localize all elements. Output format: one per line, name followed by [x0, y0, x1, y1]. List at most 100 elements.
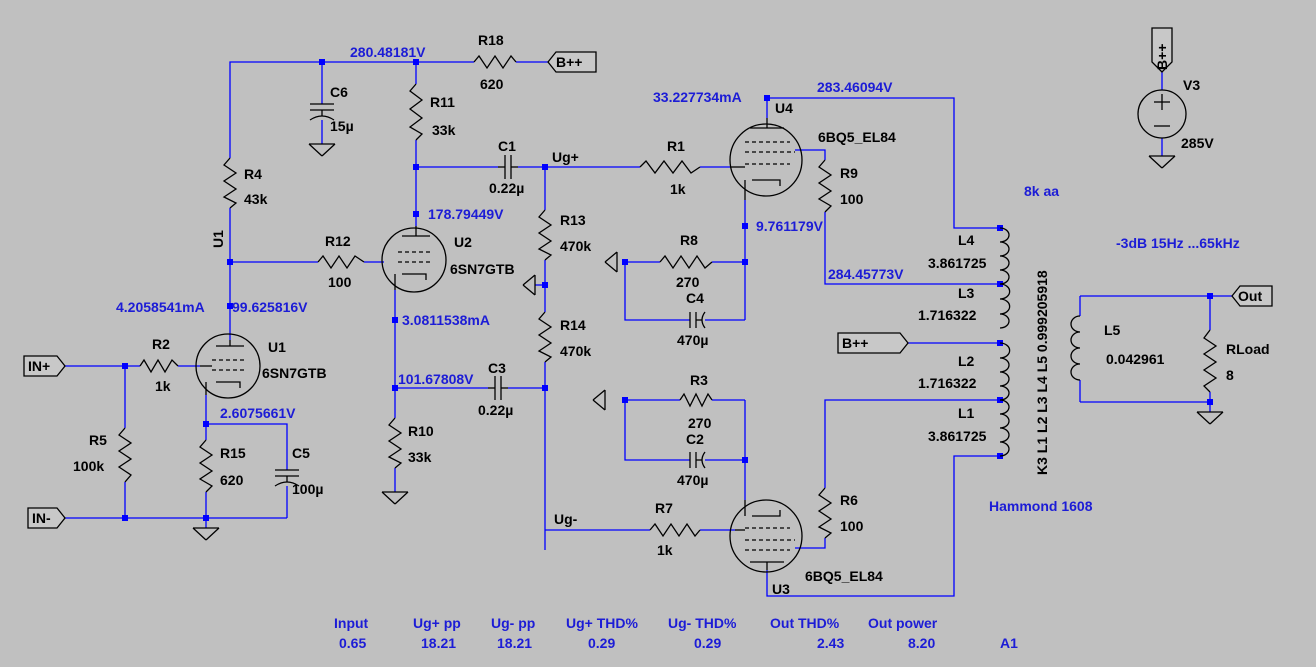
capacitor-c4 [689, 311, 706, 329]
capacitor-c6 [309, 103, 335, 121]
wires [65, 61, 1232, 597]
node-voltage: 178.79449V [428, 206, 504, 222]
port-label: IN- [32, 510, 51, 526]
resistor-r6 [817, 487, 833, 539]
component-label: 0.22µ [489, 180, 524, 196]
component-label: L4 [958, 232, 975, 248]
component-label: 33k [408, 449, 432, 465]
tube-u2 [381, 226, 447, 293]
component-label: 1k [657, 542, 673, 558]
component-label: C4 [686, 290, 704, 306]
component-label: 3.861725 [928, 255, 987, 271]
capacitor-c3 [488, 376, 508, 400]
ground-icon [1148, 155, 1176, 169]
node-voltage: 101.67808V [398, 371, 474, 387]
component-label: U1 [268, 339, 286, 355]
ground-icon [381, 491, 409, 505]
component-label: 6BQ5_EL84 [818, 129, 896, 145]
ground-icon [1196, 411, 1224, 425]
resistor-r12 [317, 254, 365, 270]
component-label: RLoad [1226, 341, 1270, 357]
component-label: R9 [840, 165, 858, 181]
measure-label: Ug+ pp [413, 615, 461, 631]
component-label: U2 [454, 234, 472, 250]
resistor-r2 [139, 358, 179, 374]
component-label: 470µ [677, 472, 708, 488]
node-current: 4.2058541mA [116, 299, 205, 315]
measure-label: Ug+ THD% [566, 615, 639, 631]
coupling-directive: K3 L1 L2 L3 L4 L5 0.999205918 [1034, 270, 1050, 475]
port-label: B++ [1154, 44, 1170, 70]
component-label: R5 [89, 432, 107, 448]
resistor-r7 [649, 522, 701, 538]
component-label: 3.861725 [928, 428, 987, 444]
resistor-rload [1202, 329, 1218, 393]
component-label: 1k [670, 181, 686, 197]
component-label: U3 [772, 581, 790, 597]
resistors [117, 54, 1218, 539]
capacitors [274, 103, 706, 487]
component-label: 1.716322 [918, 375, 977, 391]
transformer-spec: 8k aa [1024, 183, 1059, 199]
capacitor-c5 [274, 469, 300, 487]
measure-value: 0.65 [339, 635, 366, 651]
component-label: R18 [478, 32, 504, 48]
ground-icon [308, 143, 336, 157]
component-label: U4 [775, 100, 793, 116]
resistor-r18 [473, 54, 517, 70]
net-label: Ug+ [552, 149, 579, 165]
component-label: L1 [958, 405, 975, 421]
resistor-r10 [387, 417, 403, 469]
node-current: 33.227734mA [653, 89, 742, 105]
component-label: 6BQ5_EL84 [805, 568, 883, 584]
footer-tag: A1 [1000, 635, 1018, 651]
tube-u1 [195, 333, 261, 399]
net-label: Ug- [554, 511, 578, 527]
resistor-r11 [408, 83, 424, 141]
output-transformer [999, 227, 1081, 457]
component-label: C2 [686, 431, 704, 447]
component-label: U1 [210, 230, 226, 248]
voltage-source-v3 [1137, 89, 1187, 139]
measure-label: Ug- pp [491, 615, 535, 631]
port-label: IN+ [28, 358, 50, 374]
component-label: 33k [432, 122, 456, 138]
component-label: L2 [958, 353, 975, 369]
component-label: R2 [152, 336, 170, 352]
measure-value: 0.29 [694, 635, 721, 651]
node-voltage: 2.6075661V [220, 405, 296, 421]
ground-icon [522, 274, 536, 296]
component-label: 100k [73, 458, 104, 474]
capacitor-c1 [498, 155, 518, 179]
port-label: B++ [556, 54, 582, 70]
resistor-r1 [639, 159, 701, 175]
component-label: 6SN7GTB [262, 365, 327, 381]
component-label: R7 [655, 500, 673, 516]
component-label: L5 [1104, 322, 1121, 338]
component-label: 270 [688, 415, 712, 431]
bandwidth-note: -3dB 15Hz ...65kHz [1116, 235, 1240, 251]
component-label: R11 [430, 94, 455, 110]
node-voltage: 280.48181V [350, 44, 426, 60]
labels: 280.48181V 178.79449V 4.2058541mA 99.625… [28, 32, 1270, 651]
component-label: C6 [330, 84, 348, 100]
component-label: 620 [480, 76, 504, 92]
resistor-r13 [537, 209, 553, 261]
ground-icon [592, 389, 606, 411]
capacitor-c2 [689, 451, 706, 469]
measure-value: 2.43 [817, 635, 844, 651]
measure-label: Out power [868, 615, 938, 631]
port-label: Out [1238, 288, 1262, 304]
port-flags [23, 27, 1273, 529]
component-label: R13 [560, 212, 586, 228]
tube-u4 [729, 118, 803, 200]
component-label: 6SN7GTB [450, 261, 515, 277]
component-label: 285V [1181, 135, 1214, 151]
component-label: R1 [667, 138, 685, 154]
component-label: 100 [328, 274, 352, 290]
resistor-r4 [222, 157, 238, 209]
measure-label: Input [334, 615, 369, 631]
component-label: 0.22µ [478, 402, 513, 418]
component-label: R8 [680, 232, 698, 248]
component-label: C5 [292, 445, 310, 461]
